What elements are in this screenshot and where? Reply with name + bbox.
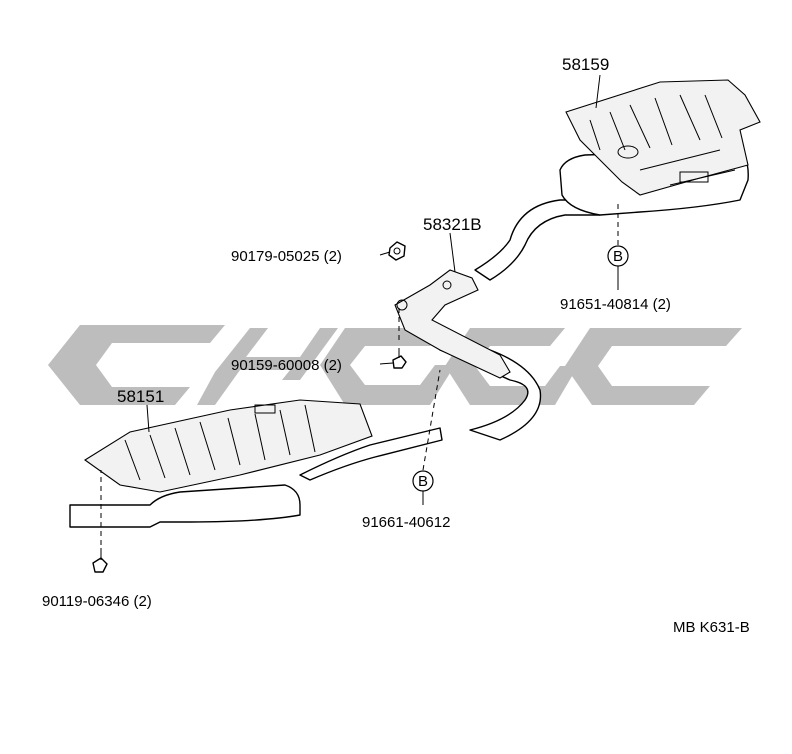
part-label-90159-60008: 90159-60008 (2) [231,357,342,374]
part-label-58159: 58159 [562,55,609,74]
leader-lines [100,74,619,545]
diagram-id: MB K631-B [673,619,750,636]
callout-b-upper: B [607,245,629,267]
callout-letter: B [418,473,428,490]
callout-letter: B [613,248,623,265]
part-label-91661-40612: 91661-40612 [362,514,450,531]
part-label-91651-40814: 91651-40814 (2) [560,296,671,313]
bolt-icons [92,241,407,573]
hanger-bracket [394,269,511,379]
part-label-90119-06346: 90119-06346 (2) [42,593,152,610]
front-muffler-assembly [69,399,373,528]
bolt-icon [92,548,108,573]
part-label-58151: 58151 [117,387,164,406]
nut-icon [388,241,406,261]
part-label-58321b: 58321B [423,215,482,234]
rear-muffler-assembly [439,79,761,441]
center-pipe [299,427,443,481]
bolt-icon [392,348,407,369]
part-label-90179-05025: 90179-05025 (2) [231,248,342,265]
callout-b-lower: B [412,470,434,492]
